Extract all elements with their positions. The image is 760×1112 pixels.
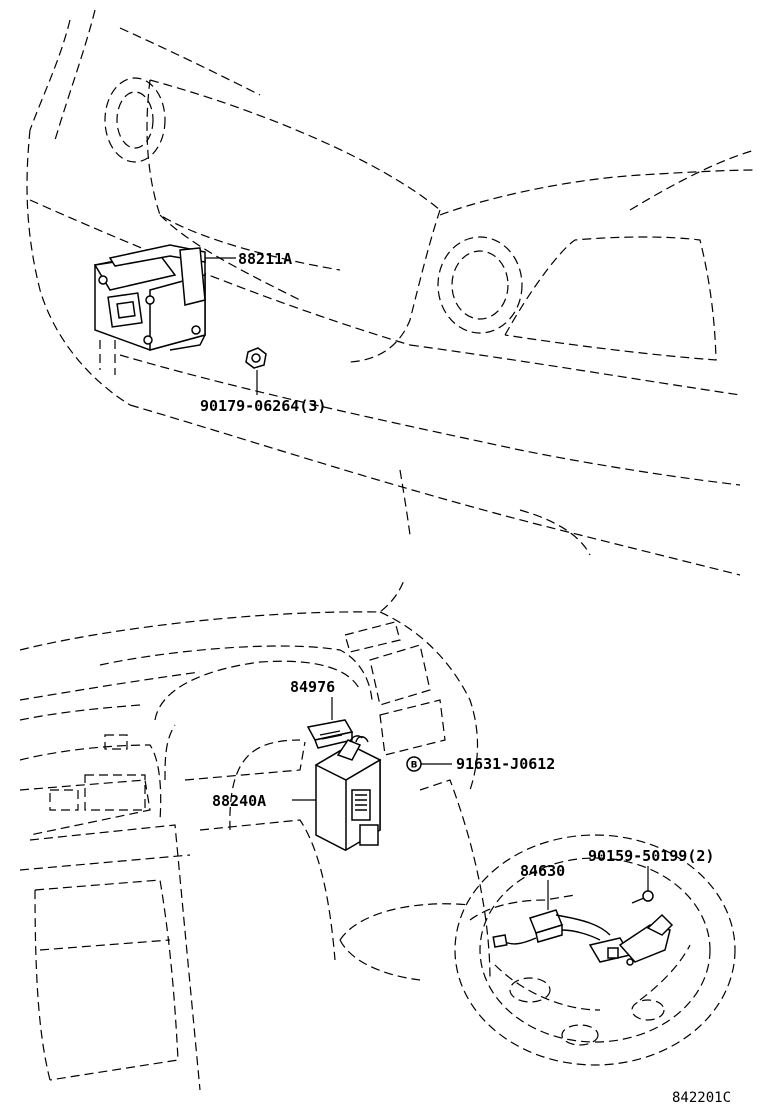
label-clip: 91631-J0612 [456, 755, 555, 773]
distance-sensor-assembly [93, 244, 206, 351]
sensor-nut [245, 347, 267, 369]
steering-pad-switch-84630 [492, 909, 674, 966]
cruise-computer-88240A [314, 735, 382, 852]
figure-code: 842201C [672, 1090, 731, 1106]
switch-84976 [306, 719, 354, 749]
screw [631, 890, 654, 904]
clip-badge-letter: B [411, 761, 418, 771]
label-sensor: 88211A [238, 250, 292, 268]
clip-badge: B [406, 756, 422, 772]
steering-wheel-outline [339, 834, 736, 1066]
label-switch: 84976 [290, 678, 335, 696]
label-screw: 90159-50199(2) [588, 847, 714, 865]
label-steering-switch: 84630 [520, 862, 565, 880]
label-sensor-nut: 90179-06264(3) [200, 397, 326, 415]
label-computer: 88240A [212, 792, 266, 810]
dashboard-outline [19, 577, 491, 1091]
vehicle-front-outline [26, 9, 756, 576]
